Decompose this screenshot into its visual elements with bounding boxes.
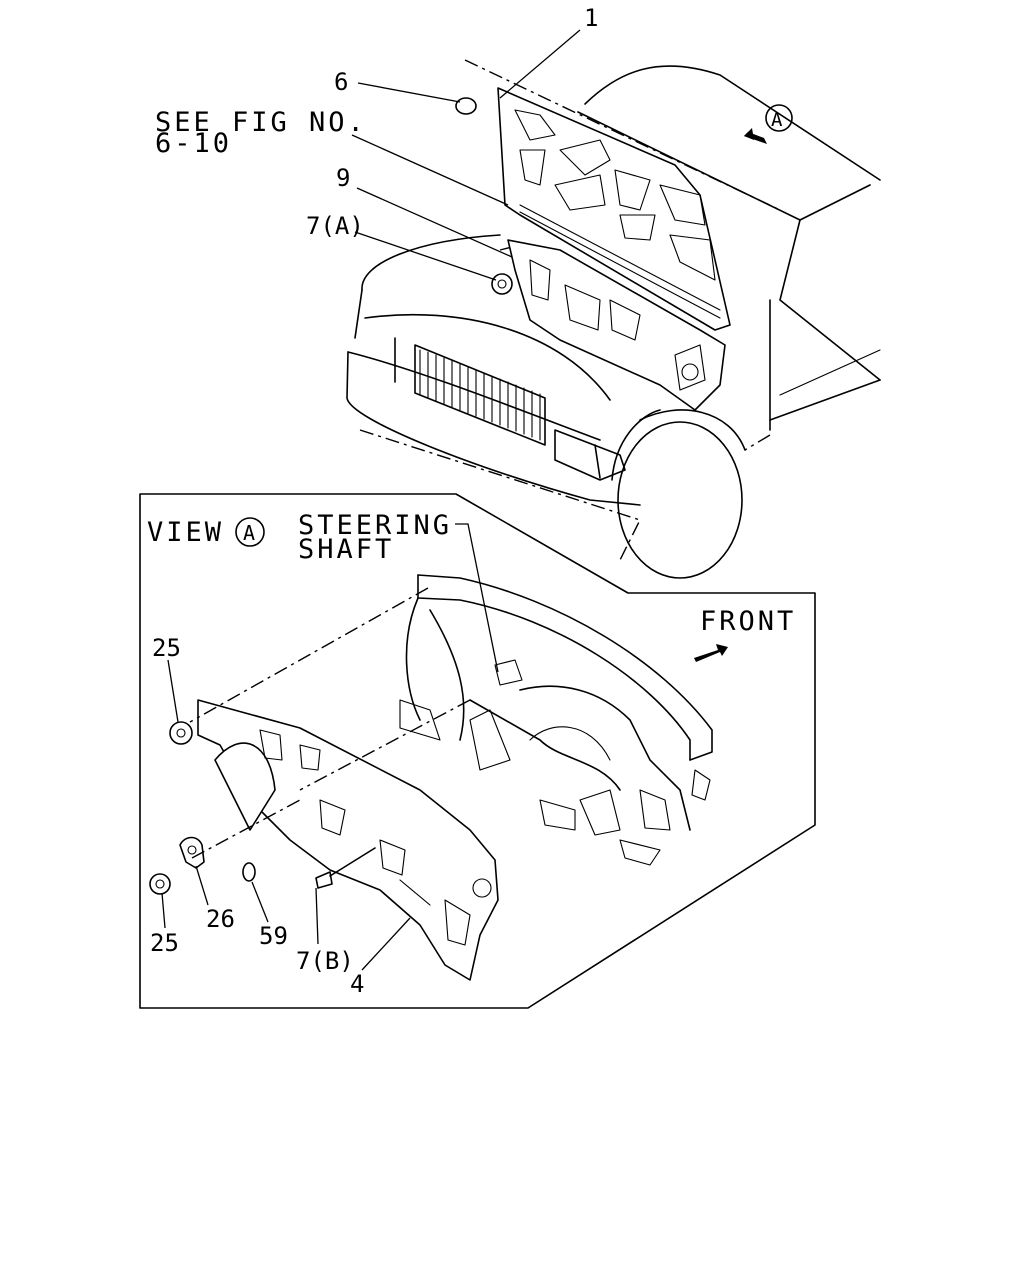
front-wheel xyxy=(611,409,746,579)
callout-1: 1 xyxy=(584,4,598,32)
callout-7a: 7(A) xyxy=(306,212,364,240)
clip-part-6 xyxy=(455,97,477,115)
bracket-part-26 xyxy=(179,836,205,869)
grille xyxy=(414,344,546,446)
callout-6: 6 xyxy=(334,68,348,96)
callout-26: 26 xyxy=(206,905,235,933)
view-marker-a: A xyxy=(771,109,783,131)
callout-25-top: 25 xyxy=(152,634,181,662)
front-label: FRONT xyxy=(700,606,796,637)
lower-guide-lines xyxy=(189,587,471,859)
callout-9: 9 xyxy=(336,164,350,192)
upper-leader-lines xyxy=(351,29,581,281)
vehicle-illustration xyxy=(346,59,881,579)
view-marker-circle xyxy=(235,517,265,547)
steering-shaft-line2: SHAFT xyxy=(298,534,394,565)
nut-part-25-lower xyxy=(149,873,171,895)
screw-part-7b xyxy=(315,847,376,889)
grommet-part-59 xyxy=(242,862,256,882)
view-marker-letter: A xyxy=(243,521,255,545)
nut-part-25-upper xyxy=(169,721,193,745)
view-panel-header: VIEW A STEERING SHAFT FRONT xyxy=(147,510,796,673)
nut-part-7a xyxy=(491,273,513,295)
view-panel-frame xyxy=(139,493,816,1009)
callout-7b: 7(B) xyxy=(296,947,354,975)
view-label: VIEW xyxy=(147,517,224,548)
callout-4: 4 xyxy=(350,970,364,998)
dash-insulator-part-9 xyxy=(507,239,726,411)
lower-leader-lines xyxy=(161,659,411,971)
dash-insulator-part-4 xyxy=(197,699,499,981)
engine-bay-cowl xyxy=(399,574,713,866)
see-fig-number: 6-10 xyxy=(155,128,232,159)
callout-59: 59 xyxy=(259,922,288,950)
see-fig-reference: SEE FIG NO. xyxy=(155,107,367,138)
hood-insulator-part-1 xyxy=(497,87,731,331)
steering-shaft-line1: STEERING xyxy=(298,510,452,541)
front-arrow xyxy=(694,644,728,662)
view-a-arrow xyxy=(744,104,793,144)
callout-25-bottom: 25 xyxy=(150,929,179,957)
